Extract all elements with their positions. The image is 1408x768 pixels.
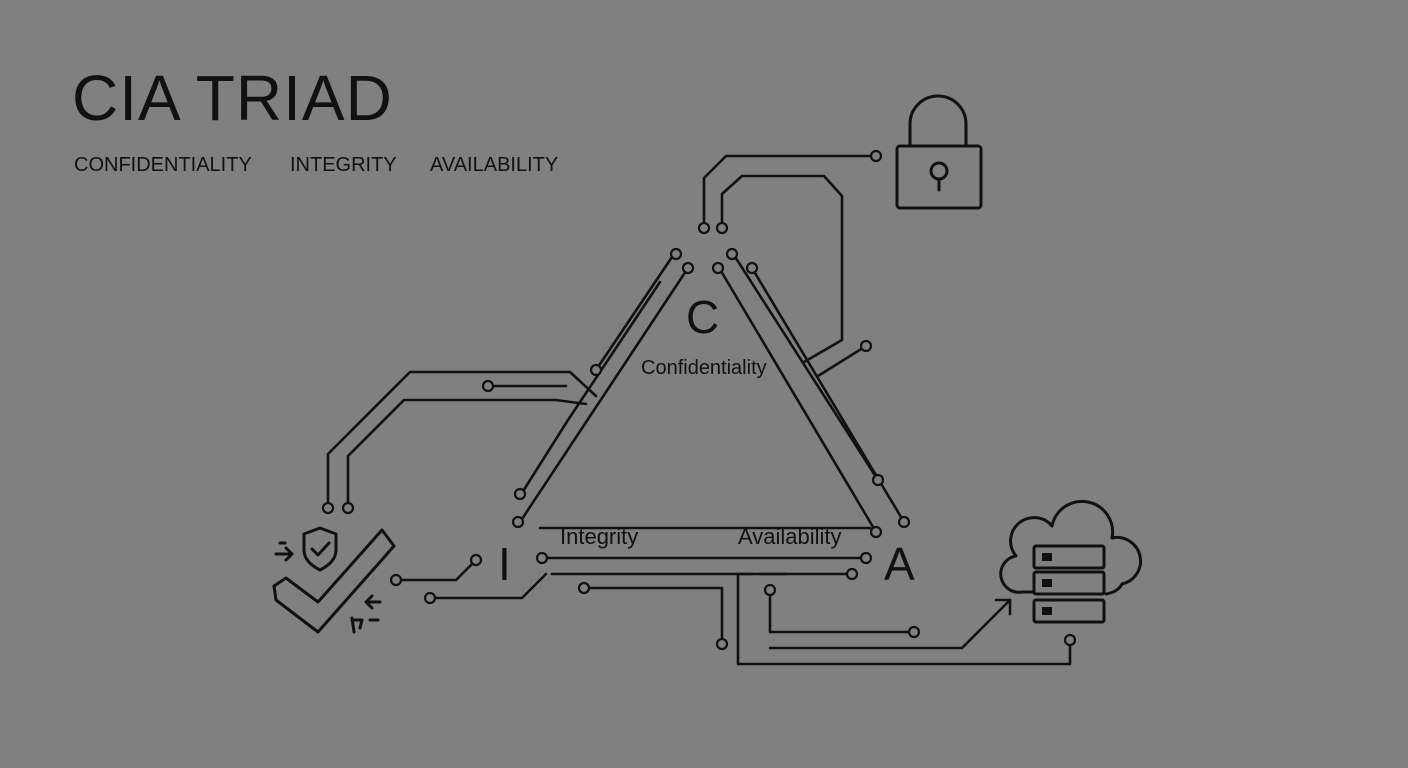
page-title: CIA TRIAD bbox=[72, 62, 393, 134]
trace-integrity-inputs bbox=[394, 560, 548, 600]
pillar-availability: AVAILABILITY bbox=[430, 154, 559, 176]
padlock-icon bbox=[895, 94, 983, 210]
trace-pads bbox=[321, 149, 1077, 651]
vertex-c-letter: C bbox=[686, 291, 719, 343]
cloud-server-icon bbox=[999, 499, 1143, 624]
triangle-base bbox=[538, 526, 872, 576]
trace-to-integrity-icon bbox=[326, 370, 598, 510]
pillar-list: CONFIDENTIALITY INTEGRITY AVAILABILITY bbox=[74, 155, 558, 175]
shield-check-icon bbox=[272, 526, 396, 634]
vertex-i-letter: I bbox=[498, 538, 511, 590]
pillar-confidentiality: CONFIDENTIALITY bbox=[74, 154, 252, 176]
vertex-a-label: Availability bbox=[738, 524, 842, 549]
vertex-a-letter: A bbox=[884, 538, 915, 590]
vertex-i-label: Integrity bbox=[560, 524, 638, 549]
trace-to-padlock bbox=[702, 154, 876, 378]
triangle-right-edge bbox=[716, 250, 906, 534]
triangle-left-edge bbox=[518, 252, 690, 524]
pillar-integrity: INTEGRITY bbox=[290, 154, 397, 176]
vertex-c-label: Confidentiality bbox=[641, 357, 767, 379]
trace-to-cloud bbox=[582, 572, 1072, 666]
